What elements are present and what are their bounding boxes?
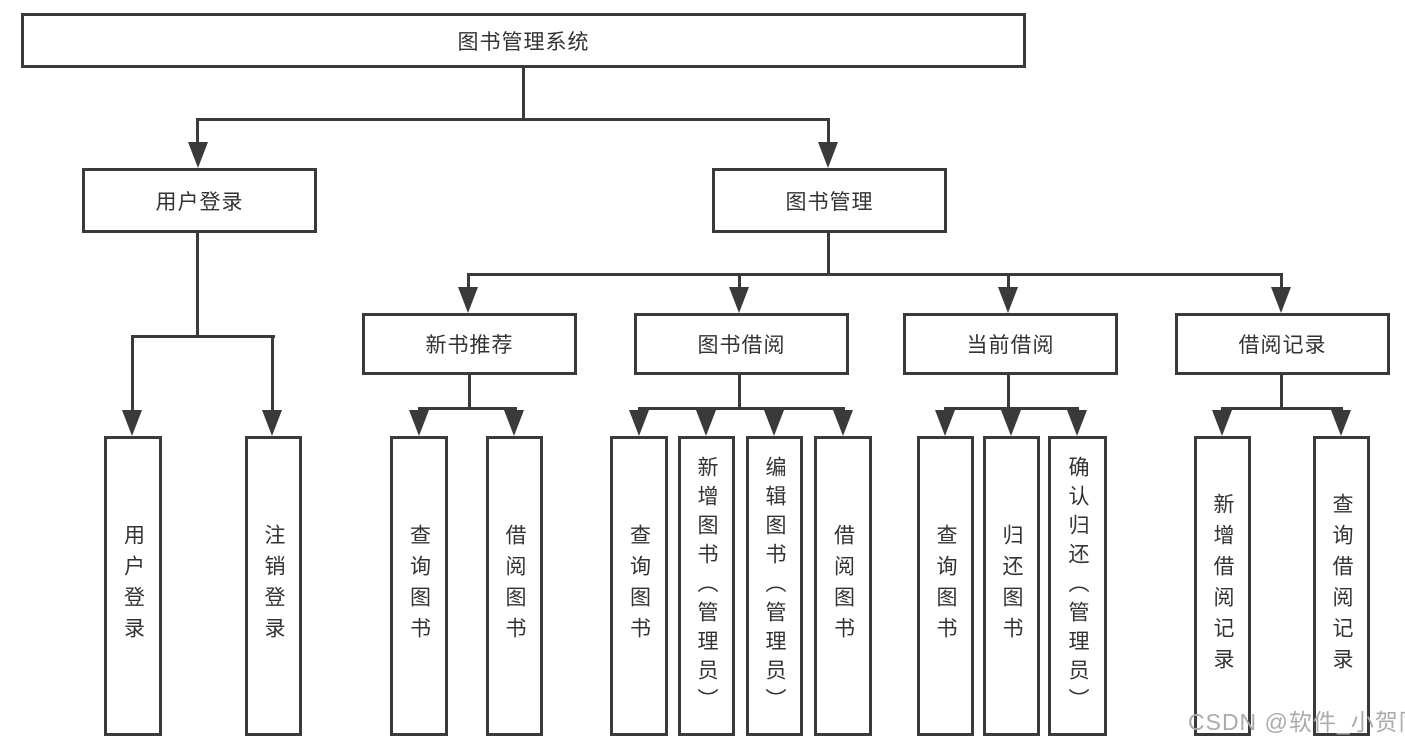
arrowhead-down-icon — [1001, 410, 1021, 436]
arrowhead-down-icon — [458, 287, 478, 313]
connector-line — [418, 407, 517, 410]
arrowhead-down-icon — [696, 410, 716, 436]
node-user-login: 用户登录 — [82, 168, 317, 233]
node-leaf-borrow-book-2: 借阅图书 — [814, 436, 872, 736]
node-current-borrow: 当前借阅 — [903, 313, 1118, 375]
connector-line — [738, 273, 741, 291]
node-borrow-records: 借阅记录 — [1175, 313, 1390, 375]
connector-line — [1007, 375, 1010, 409]
connector-line — [196, 233, 199, 338]
node-leaf-query-book-2: 查询图书 — [610, 436, 668, 736]
node-leaf-return-book: 归还图书 — [983, 436, 1040, 736]
node-leaf-add-book: 新增图书（管理员） — [678, 436, 735, 736]
connector-line — [197, 118, 830, 121]
connector-line — [467, 273, 470, 291]
arrowhead-down-icon — [188, 142, 208, 168]
node-leaf-query-book-1: 查询图书 — [390, 436, 448, 736]
connector-line — [467, 273, 1283, 276]
arrowhead-down-icon — [729, 287, 749, 313]
node-leaf-user-login: 用户登录 — [104, 436, 162, 736]
arrowhead-down-icon — [122, 410, 142, 436]
connector-line — [271, 335, 274, 413]
node-leaf-confirm-return: 确认归还（管理员） — [1048, 436, 1107, 736]
node-root: 图书管理系统 — [21, 13, 1026, 68]
node-new-book-rec: 新书推荐 — [362, 313, 577, 375]
connector-line — [1280, 273, 1283, 291]
arrowhead-down-icon — [629, 410, 649, 436]
arrowhead-down-icon — [1331, 410, 1351, 436]
node-leaf-query-book-3: 查询图书 — [917, 436, 974, 736]
connector-line — [827, 118, 830, 148]
connector-line — [1007, 273, 1010, 291]
node-leaf-edit-book: 编辑图书（管理员） — [746, 436, 803, 736]
arrowhead-down-icon — [1271, 287, 1291, 313]
arrowhead-down-icon — [935, 410, 955, 436]
connector-line — [738, 375, 741, 409]
connector-line — [1280, 375, 1283, 409]
connector-line — [131, 335, 134, 413]
arrowhead-down-icon — [262, 410, 282, 436]
node-book-mgmt: 图书管理 — [712, 168, 947, 233]
node-leaf-borrow-book-1: 借阅图书 — [486, 436, 543, 736]
arrowhead-down-icon — [764, 410, 784, 436]
connector-line — [638, 407, 845, 410]
arrowhead-down-icon — [504, 410, 524, 436]
arrowhead-down-icon — [998, 287, 1018, 313]
connector-line — [196, 118, 199, 148]
connector-line — [468, 375, 471, 409]
node-leaf-add-borrow-record: 新增借阅记录 — [1194, 436, 1251, 736]
node-leaf-logout: 注销登录 — [245, 436, 302, 736]
arrowhead-down-icon — [1212, 410, 1232, 436]
csdn-watermark: CSDN @软件_小贺同学 — [1188, 709, 1405, 735]
arrowhead-down-icon — [409, 410, 429, 436]
arrowhead-down-icon — [1067, 410, 1087, 436]
connector-line — [131, 335, 275, 338]
connector-line — [827, 233, 830, 276]
arrowhead-down-icon — [818, 142, 838, 168]
node-leaf-query-borrow-record: 查询借阅记录 — [1313, 436, 1370, 736]
node-book-borrow: 图书借阅 — [634, 313, 849, 375]
connector-line — [522, 68, 525, 120]
arrowhead-down-icon — [833, 410, 853, 436]
connector-line — [1221, 407, 1343, 410]
